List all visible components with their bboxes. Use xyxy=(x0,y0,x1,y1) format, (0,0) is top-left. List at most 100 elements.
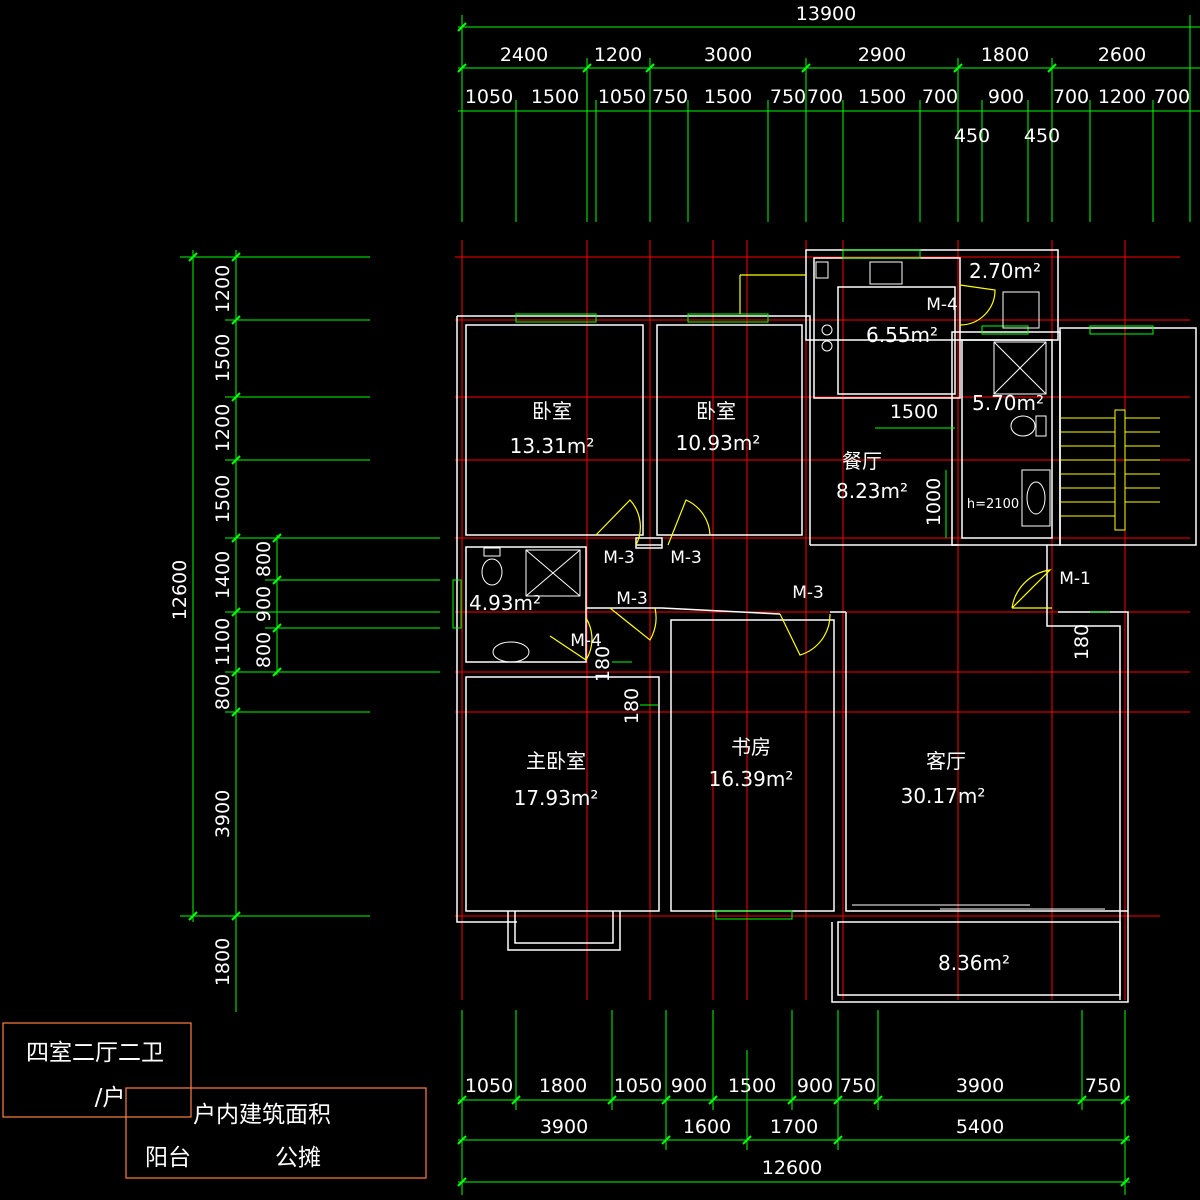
washbasin-icon xyxy=(492,641,530,663)
dim-tick xyxy=(231,911,241,921)
living-right-wall xyxy=(1046,545,1121,1000)
door-label: M-4 xyxy=(570,631,602,651)
top-row3-dim: 1500 xyxy=(858,86,906,108)
dim-tick xyxy=(457,1177,467,1187)
dining-height-dim: 1000 xyxy=(923,478,945,526)
outer-wall-left xyxy=(456,316,517,923)
left-inner-dim: 900 xyxy=(253,586,275,622)
top-total-dim: 13900 xyxy=(796,3,856,25)
dimension-ticks xyxy=(188,22,1130,1187)
sink-icon xyxy=(869,261,903,285)
top-dimension-lines xyxy=(458,15,1200,222)
top-row3-dim: 700 xyxy=(807,86,843,108)
top-row3-dim: 1050 xyxy=(598,86,646,108)
study-area: 16.39m² xyxy=(709,767,794,791)
dim-tick xyxy=(742,1135,752,1145)
left-total-dim: 12600 xyxy=(169,560,191,620)
outer-wall-top-left xyxy=(457,315,811,545)
dim-tick xyxy=(1047,63,1057,73)
dim-tick xyxy=(188,911,198,921)
bath1-wall xyxy=(465,546,587,663)
dim-tick xyxy=(272,575,282,585)
left-main-dim: 3900 xyxy=(212,790,234,838)
bottom-row1-dim: 750 xyxy=(1085,1075,1121,1097)
dim-tick xyxy=(661,1135,671,1145)
dim-tick xyxy=(787,1095,797,1105)
bottom-row2-dims: 3900 1600 1700 5400 xyxy=(540,1116,1004,1138)
toilet-icon xyxy=(1010,415,1036,437)
shower-icon xyxy=(525,549,581,597)
living-area: 30.17m² xyxy=(901,784,986,808)
living-name: 客厅 xyxy=(926,749,966,773)
window xyxy=(842,249,921,259)
bottom-total-dim: 12600 xyxy=(762,1157,822,1179)
left-main-dim: 800 xyxy=(212,674,234,710)
door-label: M-3 xyxy=(792,583,824,603)
top-row3-dim: 700 xyxy=(1154,86,1190,108)
bath2-inner-wall xyxy=(961,339,1053,539)
dim-tick xyxy=(1120,1095,1130,1105)
bedroom1-area: 13.31m² xyxy=(510,434,595,458)
left-main-dim: 1200 xyxy=(212,265,234,313)
bottom-dimension-lines xyxy=(458,1010,1130,1195)
top-row2-dim: 1800 xyxy=(981,44,1029,66)
dim-tick xyxy=(607,1095,617,1105)
door-label: M-4 xyxy=(926,295,958,315)
door-swing-icon xyxy=(549,617,593,661)
left-main-dim: 1200 xyxy=(212,404,234,452)
left-inner-dim: 800 xyxy=(253,632,275,668)
top-row3-dim: 1500 xyxy=(531,86,579,108)
dim-tick xyxy=(231,455,241,465)
top-row3-dim: 700 xyxy=(1053,86,1089,108)
per-unit-label: /户 xyxy=(95,1085,126,1111)
balcony-area: 8.36m² xyxy=(938,951,1010,975)
dim-tick xyxy=(833,1135,843,1145)
bedroom2-name: 卧室 xyxy=(696,399,736,423)
dining-width-dim: 1500 xyxy=(890,401,938,423)
dim-tick xyxy=(953,63,963,73)
shower-icon xyxy=(993,341,1047,395)
top-row3-dim: 1050 xyxy=(465,86,513,108)
bottom-row1-dim: 1050 xyxy=(614,1075,662,1097)
bottom-row1-dim: 1500 xyxy=(728,1075,776,1097)
top-sub-dim: 450 xyxy=(954,125,990,147)
bottom-row1-dim: 900 xyxy=(671,1075,707,1097)
top-row2-dim: 3000 xyxy=(704,44,752,66)
top-row2-dim: 2900 xyxy=(858,44,906,66)
window xyxy=(515,313,597,323)
dim-tick xyxy=(645,63,655,73)
bottom-row2-dim: 1700 xyxy=(770,1116,818,1138)
fixtures xyxy=(481,261,1105,910)
dining-area: 8.23m² xyxy=(836,479,908,503)
dim-tick xyxy=(231,315,241,325)
bottom-row1-dims: 1050 1800 1050 900 1500 900 750 3900 750 xyxy=(465,1075,1121,1097)
window xyxy=(715,910,793,920)
door-label: M-3 xyxy=(603,548,635,568)
corridor-wall xyxy=(661,607,781,615)
kitchen-outer-wall xyxy=(805,249,1059,341)
kitchen-area: 6.55m² xyxy=(866,323,938,347)
left-inner-dim: 800 xyxy=(253,541,275,577)
toilet-tank-icon xyxy=(483,547,501,557)
dim-tick xyxy=(272,533,282,543)
dim-tick xyxy=(231,667,241,677)
top-row3-dim: 700 xyxy=(922,86,958,108)
dim-tick xyxy=(231,533,241,543)
stair-wall xyxy=(1059,327,1197,546)
bath2-wall xyxy=(951,331,1061,546)
door-swing-icon xyxy=(609,607,657,641)
offset-dim: 180 xyxy=(592,646,614,682)
study-wall xyxy=(670,619,835,912)
study-name: 书房 xyxy=(731,735,771,759)
utility-area: 2.70m² xyxy=(969,259,1041,283)
door-swing-icon xyxy=(1011,569,1052,609)
washbasin-icon xyxy=(1021,469,1051,527)
top-row2-dim: 2600 xyxy=(1098,44,1146,66)
toilet-tank-icon xyxy=(1035,415,1047,437)
dining-name: 餐厅 xyxy=(842,449,882,473)
dim-tick xyxy=(231,252,241,262)
kitchen-counter xyxy=(837,286,956,395)
door-label: M-3 xyxy=(616,589,648,609)
left-main-dim: 1800 xyxy=(212,938,234,986)
